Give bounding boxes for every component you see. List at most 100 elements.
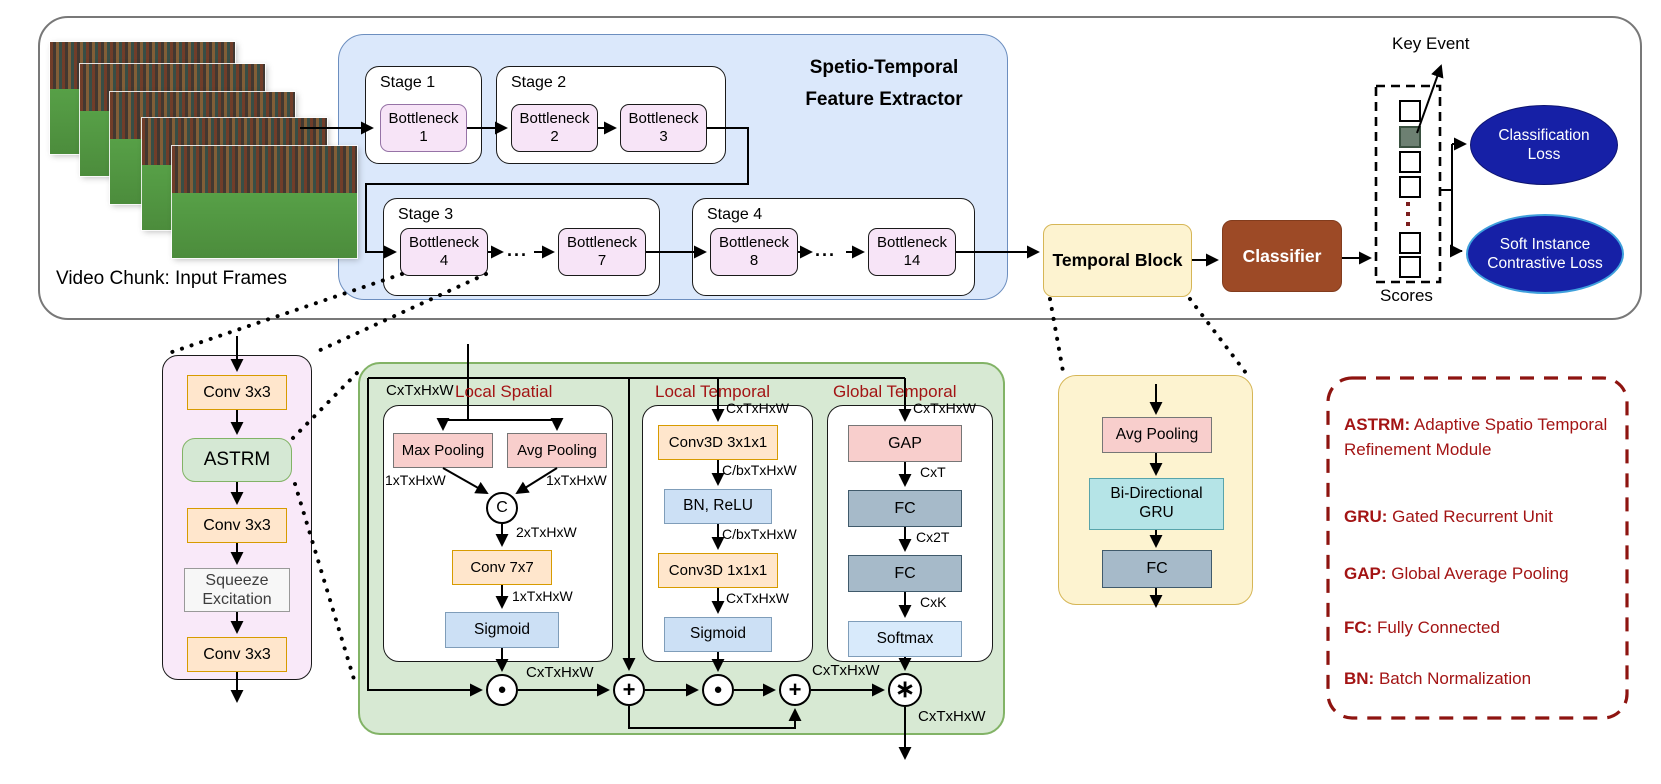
conv3d-3x1x1-block: Conv3D 3x1x1 [658,425,778,460]
bottleneck-7-word: Bottleneck [566,234,638,251]
key-event-label: Key Event [1392,34,1470,53]
bottleneck-2: Bottleneck 2 [511,104,598,152]
dim-after-op2: CxTxHxW [812,662,880,679]
legend-item-gru: GRU: Gated Recurrent Unit [1344,505,1614,530]
max-pooling-block: Max Pooling [393,433,493,468]
conv3d-1x1x1-block: Conv3D 1x1x1 [658,553,778,588]
bottleneck-1-word: Bottleneck [388,110,459,127]
score-square-selected [1399,126,1421,148]
softmax-block: Softmax [848,621,962,657]
contrastive-loss-line1: Soft Instance [1499,235,1591,253]
global-temporal-title: Global Temporal [833,382,957,401]
bn-relu-block: BN, ReLU [664,489,772,524]
bottleneck-8-word: Bottleneck [718,234,790,251]
classification-loss-line2: Loss [1527,146,1561,163]
gt-dim-c2t: Cx2T [916,529,950,545]
legend-bn-abbr: BN: [1344,669,1375,688]
legend-item-astrm: ASTRM: Adaptive Spatio Temporal Refineme… [1344,413,1614,462]
extractor-title-line2: Feature Extractor [805,89,963,111]
td-bigru: Bi-Directional GRU [1089,478,1224,530]
classifier-block: Classifier [1222,220,1342,292]
local-temporal-title: Local Temporal [655,382,770,401]
stage1-label: Stage 1 [380,74,436,91]
concat-op: C [486,492,518,524]
bottleneck-14-word: Bottleneck [876,234,948,251]
squeeze-line2: Excitation [202,591,272,608]
convolve-op: ∗ [888,673,922,707]
bottleneck-1-num: 1 [419,128,428,145]
lt-dim-out: CxTxHxW [726,590,789,606]
elementwise-multiply-op-2: ● [702,674,734,706]
astrm-input-dim: CxTxHxW [386,382,454,399]
conv7x7-block: Conv 7x7 [452,550,552,585]
legend-item-gap: GAP: Global Average Pooling [1344,562,1614,587]
gt-dim-ck: CxK [920,594,947,610]
score-square-5 [1399,232,1421,254]
bottleneck-14-num: 14 [903,252,921,269]
classification-loss-line1: Classification [1498,126,1590,144]
squeeze-line1: Squeeze [205,571,269,589]
dim-2txhw: 2xTxHxW [516,524,577,540]
video-frame-5 [172,146,357,258]
legend-fc-abbr: FC: [1344,618,1373,637]
scores-label: Scores [1380,286,1433,305]
bigru-line2: GRU [1139,504,1174,521]
bottleneck-14: Bottleneck 14 [868,228,956,276]
bottleneck-7: Bottleneck 7 [558,228,646,276]
legend-astrm-abbr: ASTRM: [1344,415,1411,434]
fc2-block: FC [848,555,962,592]
gt-dim-in: CxTxHxW [913,400,976,416]
sigmoid-temporal-block: Sigmoid [664,617,772,652]
dim-1txhw-left: 1xTxHxW [385,472,446,488]
bottleneck-8-num: 8 [749,252,759,269]
score-dot-1 [1406,202,1410,206]
score-square-1 [1399,100,1421,122]
stage2-label: Stage 2 [511,74,567,91]
legend-gru-abbr: GRU: [1344,507,1388,526]
bottleneck-3-num: 3 [659,128,668,145]
contrastive-loss-ellipse: Soft Instance Contrastive Loss [1466,214,1624,294]
stage3-label: Stage 3 [398,206,454,223]
bottleneck-4-num: 4 [439,252,449,269]
td-fc: FC [1102,550,1212,588]
extractor-title-line1: Spetio-Temporal [809,57,959,78]
detail-conv3x3-2: Conv 3x3 [187,508,287,543]
detail-astrm: ASTRM [182,438,292,482]
score-square-3 [1399,151,1421,173]
bottleneck-3: Bottleneck 3 [620,104,707,152]
fc1-block: FC [848,490,962,527]
add-op-1: + [613,674,645,706]
sigmoid-spatial-block: Sigmoid [445,612,559,648]
contrastive-loss-line2: Contrastive Loss [1487,255,1603,272]
legend-bn-text: Batch Normalization [1374,669,1532,688]
dim-astrm-output: CxTxHxW [918,708,986,725]
dim-1txhw-after-conv: 1xTxHxW [512,588,573,604]
lt-dim-mid2: C/bxTxHxW [722,526,797,542]
bigru-line1: Bi-Directional [1110,485,1203,503]
video-chunk-label: Video Chunk: Input Frames [56,268,287,289]
detail-conv3x3-3: Conv 3x3 [187,637,287,672]
local-spatial-title: Local Spatial [455,382,553,401]
lt-dim-in: CxTxHxW [726,400,789,416]
extractor-title: Spetio-Temporal Feature Extractor [744,52,1024,117]
score-dot-3 [1406,222,1410,226]
detail-squeeze-excitation: Squeeze Excitation [184,568,290,612]
stage4-ellipsis: ... [815,240,837,260]
add-op-2: + [779,674,811,706]
bottleneck-1: Bottleneck 1 [380,104,467,152]
lt-dim-mid1: C/bxTxHxW [722,462,797,478]
temporal-block: Temporal Block [1043,224,1192,297]
stage4-label: Stage 4 [707,206,763,223]
score-square-4 [1399,176,1421,198]
gt-dim-ct: CxT [920,464,946,480]
bottleneck-7-num: 7 [597,252,607,269]
gap-block: GAP [848,425,962,462]
classification-loss-ellipse: Classification Loss [1470,105,1618,185]
score-dot-2 [1406,212,1410,216]
legend-item-fc: FC: Fully Connected [1344,616,1614,641]
bottleneck-3-word: Bottleneck [628,110,699,127]
bottleneck-2-word: Bottleneck [519,110,590,127]
avg-pooling-block: Avg Pooling [507,433,607,468]
td-avg-pooling: Avg Pooling [1102,417,1212,453]
